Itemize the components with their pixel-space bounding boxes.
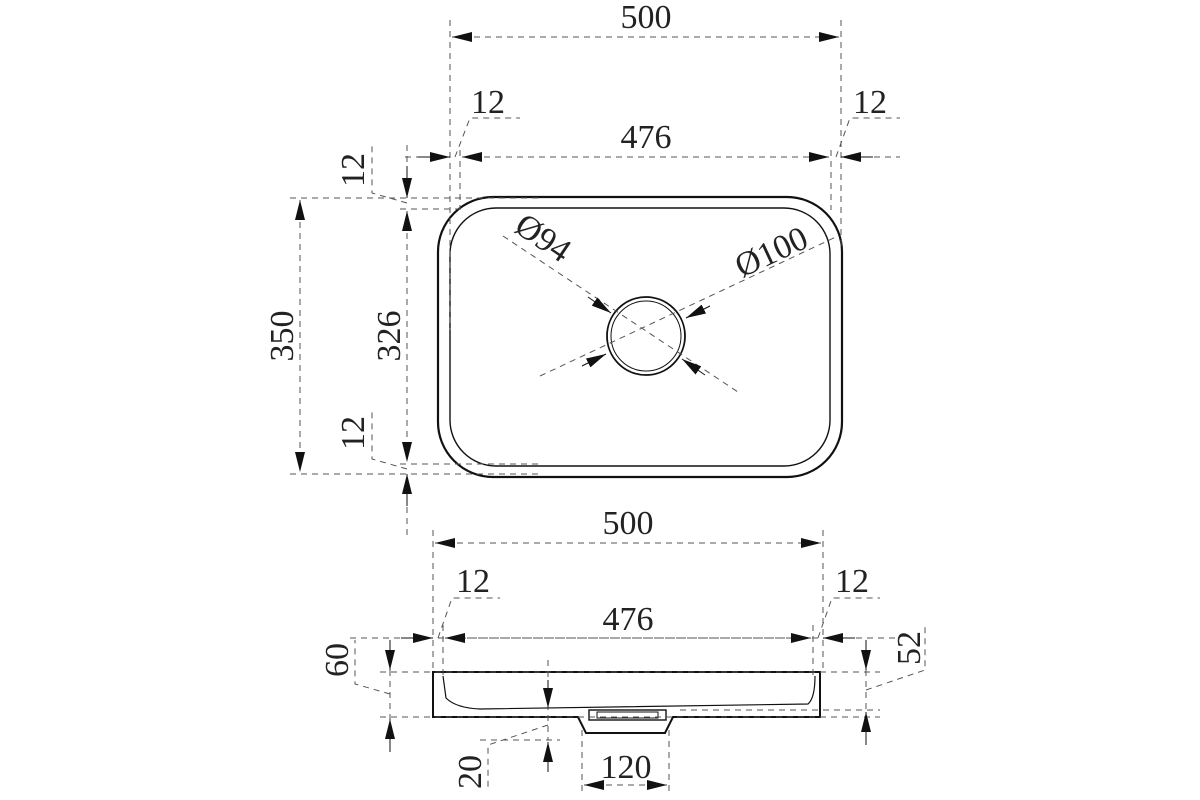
basin-inner-bowl [442, 675, 816, 710]
side-dim-label-left-12: 12 [456, 563, 490, 600]
dim-label-350: 350 [264, 311, 301, 362]
side-dim-label-52: 52 [891, 631, 928, 665]
drain-outer-circle [606, 296, 686, 376]
side-dim-label-60: 60 [319, 643, 356, 677]
leader-top-12 [371, 145, 408, 204]
leader-top-left-12 [454, 117, 520, 158]
dim-label-left-top-12: 12 [335, 153, 372, 187]
side-dim-label-20: 20 [452, 755, 489, 789]
dim-label-top-left-12: 12 [471, 84, 505, 121]
basin-side-profile [432, 671, 821, 734]
basin-outer-outline [436, 195, 844, 479]
dim-label-left-bottom-12: 12 [335, 416, 372, 450]
drain-fitting [588, 709, 667, 721]
side-leader-52 [865, 625, 926, 691]
drain-100-arrow-right [685, 304, 711, 319]
side-leader-left-12 [437, 597, 500, 639]
drain-94-leader [502, 235, 739, 393]
side-dim-label-476: 476 [603, 601, 654, 638]
side-dim-label-120: 120 [601, 749, 652, 786]
side-view: 500 476 12 12 60 52 20 120 [319, 505, 928, 795]
dim-label-326: 326 [371, 311, 408, 362]
dim-label-diameter-100: Ø100 [730, 220, 814, 285]
side-dim-label-right-12: 12 [835, 563, 869, 600]
side-leader-20 [487, 724, 549, 790]
leader-top-right-12 [835, 117, 900, 158]
side-leader-60 [354, 640, 391, 695]
side-dim-label-500: 500 [603, 505, 654, 542]
drain-94-arrow-right [681, 358, 706, 376]
side-leader-right-12 [817, 597, 880, 639]
leader-bottom-12 [371, 410, 408, 470]
drain-100-arrow-left [581, 353, 607, 368]
dim-label-top-476: 476 [621, 119, 672, 156]
top-view: 500 476 12 12 350 326 12 12 Ø94 [264, 0, 900, 535]
dim-label-top-500: 500 [621, 0, 672, 36]
dim-label-top-right-12: 12 [853, 84, 887, 121]
drain-inner-circle [610, 300, 682, 372]
dim-label-diameter-94: Ø94 [508, 207, 577, 270]
basin-inner-outline [449, 207, 831, 467]
drain-94-arrow-left [587, 296, 612, 314]
drain-fitting-inner [596, 711, 659, 719]
